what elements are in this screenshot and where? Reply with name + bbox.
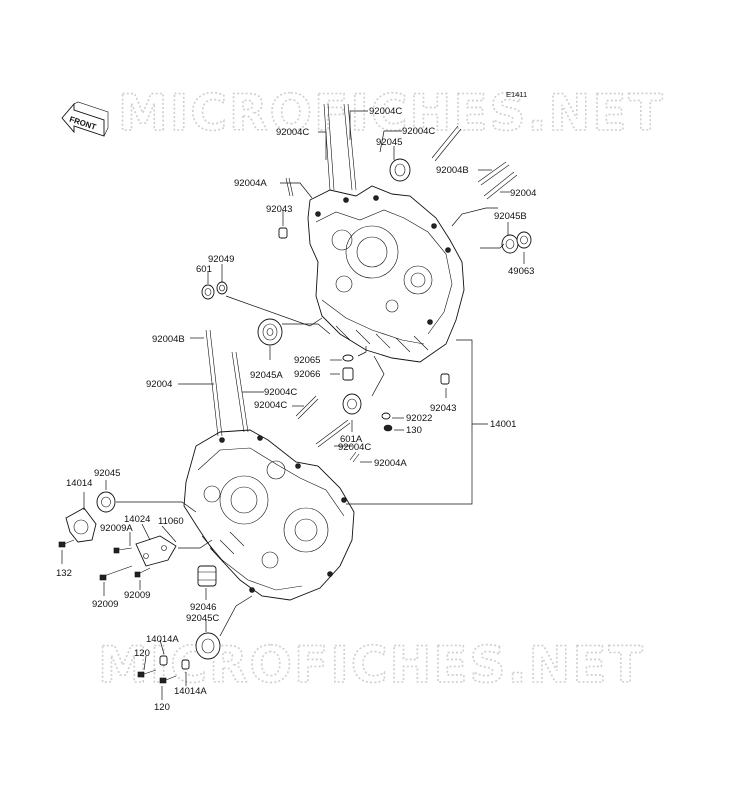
label-92045: 92045 xyxy=(376,137,402,148)
label-120: 120 xyxy=(134,648,150,659)
cover-14014 xyxy=(65,507,97,543)
label-92043: 92043 xyxy=(266,204,292,215)
watermark-top: MICROFICHES.NET xyxy=(118,84,665,142)
label-92004a: 92004A xyxy=(234,178,267,189)
dowel-14014a-lower xyxy=(181,659,190,670)
bearing-92045b xyxy=(501,234,519,254)
bolt-120-upper xyxy=(137,669,157,678)
label-92004c: 92004C xyxy=(254,400,287,411)
label-92065: 92065 xyxy=(294,355,320,366)
dowel-14014a-upper xyxy=(159,655,168,666)
label-92004a: 92004A xyxy=(374,458,407,469)
label-92066: 92066 xyxy=(294,369,320,380)
label-11060: 11060 xyxy=(158,516,184,527)
ring-92049 xyxy=(216,281,228,295)
diagram-code: E1411 xyxy=(506,90,527,99)
leader-lines xyxy=(61,110,525,700)
bearing-92045a xyxy=(257,318,283,346)
seal-49063 xyxy=(516,231,532,249)
label-14024: 14024 xyxy=(124,514,150,525)
bolt-92009a xyxy=(113,547,133,554)
label-601: 601 xyxy=(196,264,212,275)
label-92004c: 92004C xyxy=(402,126,435,137)
label-92045: 92045 xyxy=(94,468,120,479)
label-92043: 92043 xyxy=(430,403,456,414)
label-92046: 92046 xyxy=(190,602,216,613)
label-92009a: 92009A xyxy=(100,523,133,534)
bolt-92009 xyxy=(99,565,133,581)
washer-92065 xyxy=(342,354,354,362)
label-120: 120 xyxy=(154,702,170,713)
label-92004b: 92004B xyxy=(152,334,185,345)
label-92022: 92022 xyxy=(406,413,432,424)
label-14014: 14014 xyxy=(66,478,92,489)
label-92004: 92004 xyxy=(510,188,536,199)
label-14001: 14001 xyxy=(490,419,516,430)
part-labels: 92004C 92004C 92004C 92045 92004A 92004B… xyxy=(56,106,536,713)
plug-92066 xyxy=(342,367,354,381)
label-92009: 92009 xyxy=(124,590,150,601)
label-92045b: 92045B xyxy=(494,211,527,222)
dowel-92043-lower xyxy=(440,373,450,385)
ring-130 xyxy=(383,424,393,432)
lower-crankcase xyxy=(183,429,355,601)
label-92004c: 92004C xyxy=(264,387,297,398)
front-arrow-icon: FRONT xyxy=(61,101,109,137)
bolt-120-lower xyxy=(159,675,177,684)
label-601a: 601A xyxy=(340,434,363,445)
upper-crankcase xyxy=(307,185,465,363)
bearing-601a xyxy=(342,393,362,415)
label-130: 130 xyxy=(406,425,422,436)
label-92004c: 92004C xyxy=(338,442,371,453)
seal-92045 xyxy=(96,491,116,513)
studs xyxy=(205,103,518,463)
label-92004: 92004 xyxy=(146,379,172,390)
label-92045c: 92045C xyxy=(186,613,219,624)
ring-92022 xyxy=(381,412,391,420)
label-92009: 92009 xyxy=(92,599,118,610)
label-132: 132 xyxy=(56,568,72,579)
bolt-132 xyxy=(58,539,75,548)
label-92004c: 92004C xyxy=(276,127,309,138)
label-14014a: 14014A xyxy=(174,686,207,697)
label-92004c: 92004C xyxy=(369,106,402,117)
label-92049: 92049 xyxy=(208,254,234,265)
label-49063: 49063 xyxy=(508,266,534,277)
bearing-92046 xyxy=(197,565,217,587)
bearing-601 xyxy=(201,284,215,300)
label-14014a: 14014A xyxy=(146,634,179,645)
bearing-92045c xyxy=(195,632,221,660)
label-92045a: 92045A xyxy=(250,370,283,381)
bolt-92009-b xyxy=(134,567,151,578)
bearing-92045 xyxy=(389,158,411,182)
dowel-92043-upper xyxy=(278,227,288,239)
label-92004b: 92004B xyxy=(436,165,469,176)
plate-14024 xyxy=(135,535,177,567)
